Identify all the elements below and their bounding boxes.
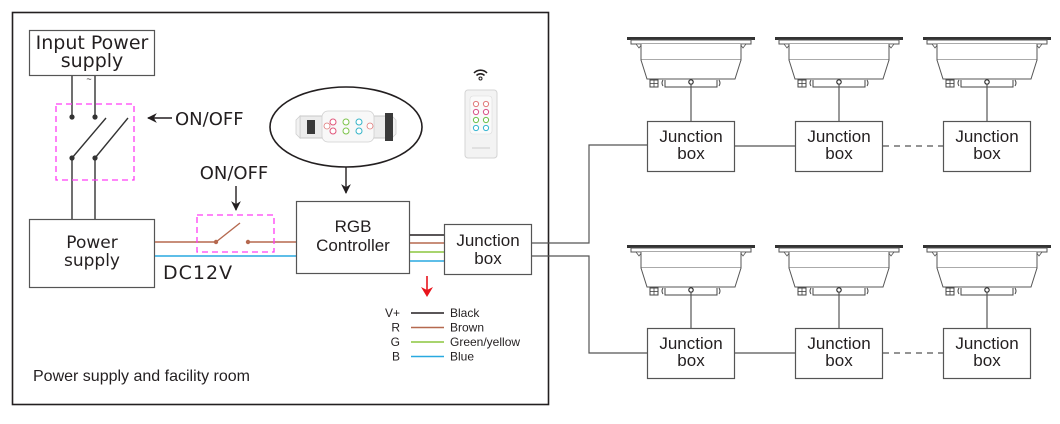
rgb-controller-device-image: [295, 110, 397, 143]
junction-label-2: box: [677, 144, 705, 163]
input-power-label-1: Input Power: [36, 32, 149, 54]
legend-code: R: [391, 321, 400, 335]
pool-light-fixture: [774, 244, 904, 296]
legend-row: B Blue: [392, 350, 474, 364]
power-supply-box: Power supply: [28, 218, 156, 289]
input-power-supply-box: Input Power supply: [28, 29, 156, 77]
input-power-label-2: supply: [61, 50, 124, 72]
legend-color-name: Black: [450, 306, 480, 320]
rgb-controller-box: RGB Controller: [295, 200, 411, 275]
legend-code: V+: [385, 306, 400, 320]
pool-light-fixture: [922, 36, 1052, 88]
ac-symbol: ~: [86, 74, 91, 84]
junction-label-2: box: [973, 351, 1001, 370]
power-supply-label-2: supply: [64, 251, 120, 271]
junction-label-2: box: [677, 351, 705, 370]
main-junction-box: Junction box: [443, 223, 533, 276]
legend-arrow-icon: [421, 276, 433, 297]
legend-color-name: Blue: [450, 350, 474, 364]
junction-label-1: Junction: [807, 334, 870, 353]
feeder-line-bottom: [532, 255, 647, 354]
junction-label-1: Junction: [955, 334, 1018, 353]
junction-label-2: box: [973, 144, 1001, 163]
legend-code: B: [392, 350, 400, 364]
main-switch-label: ON/OFF: [175, 109, 244, 130]
controller-label-2: Controller: [316, 236, 390, 255]
main-breaker-switch: [55, 103, 135, 181]
pool-light-fixture: [626, 36, 756, 88]
legend-row: G Green/yellow: [391, 335, 521, 349]
junction-label-1: Junction: [659, 127, 722, 146]
main-junction-label-1: Junction: [456, 231, 519, 250]
facility-room-label: Power supply and facility room: [33, 368, 250, 385]
rf-remote-image: [464, 89, 498, 159]
legend-color-name: Green/yellow: [450, 335, 520, 349]
main-switch-dashed-box: [55, 103, 135, 181]
dc-switch-dashed-box: [196, 214, 275, 253]
controller-label-1: RGB: [335, 217, 372, 236]
legend-row: V+ Black: [385, 306, 480, 320]
facility-room-frame: [11, 11, 550, 406]
pool-light-fixture: [626, 244, 756, 296]
legend-row: R Brown: [391, 321, 484, 335]
junction-label-1: Junction: [955, 127, 1018, 146]
dc-switch: [196, 214, 275, 253]
dc-voltage-label: DC12V: [163, 262, 233, 284]
legend-color-name: Brown: [450, 321, 484, 335]
junction-label-1: Junction: [659, 334, 722, 353]
power-supply-label-1: Power: [66, 233, 117, 253]
junction-label-1: Junction: [807, 127, 870, 146]
legend-code: G: [391, 335, 400, 349]
junction-label-2: box: [825, 144, 853, 163]
main-junction-label-2: box: [474, 249, 502, 268]
junction-label-2: box: [825, 351, 853, 370]
pool-light-fixture: [922, 244, 1052, 296]
wifi-icon: [473, 69, 488, 81]
dc-switch-label: ON/OFF: [200, 163, 269, 184]
feeder-line-top: [532, 144, 647, 244]
pool-light-fixture: [774, 36, 904, 88]
